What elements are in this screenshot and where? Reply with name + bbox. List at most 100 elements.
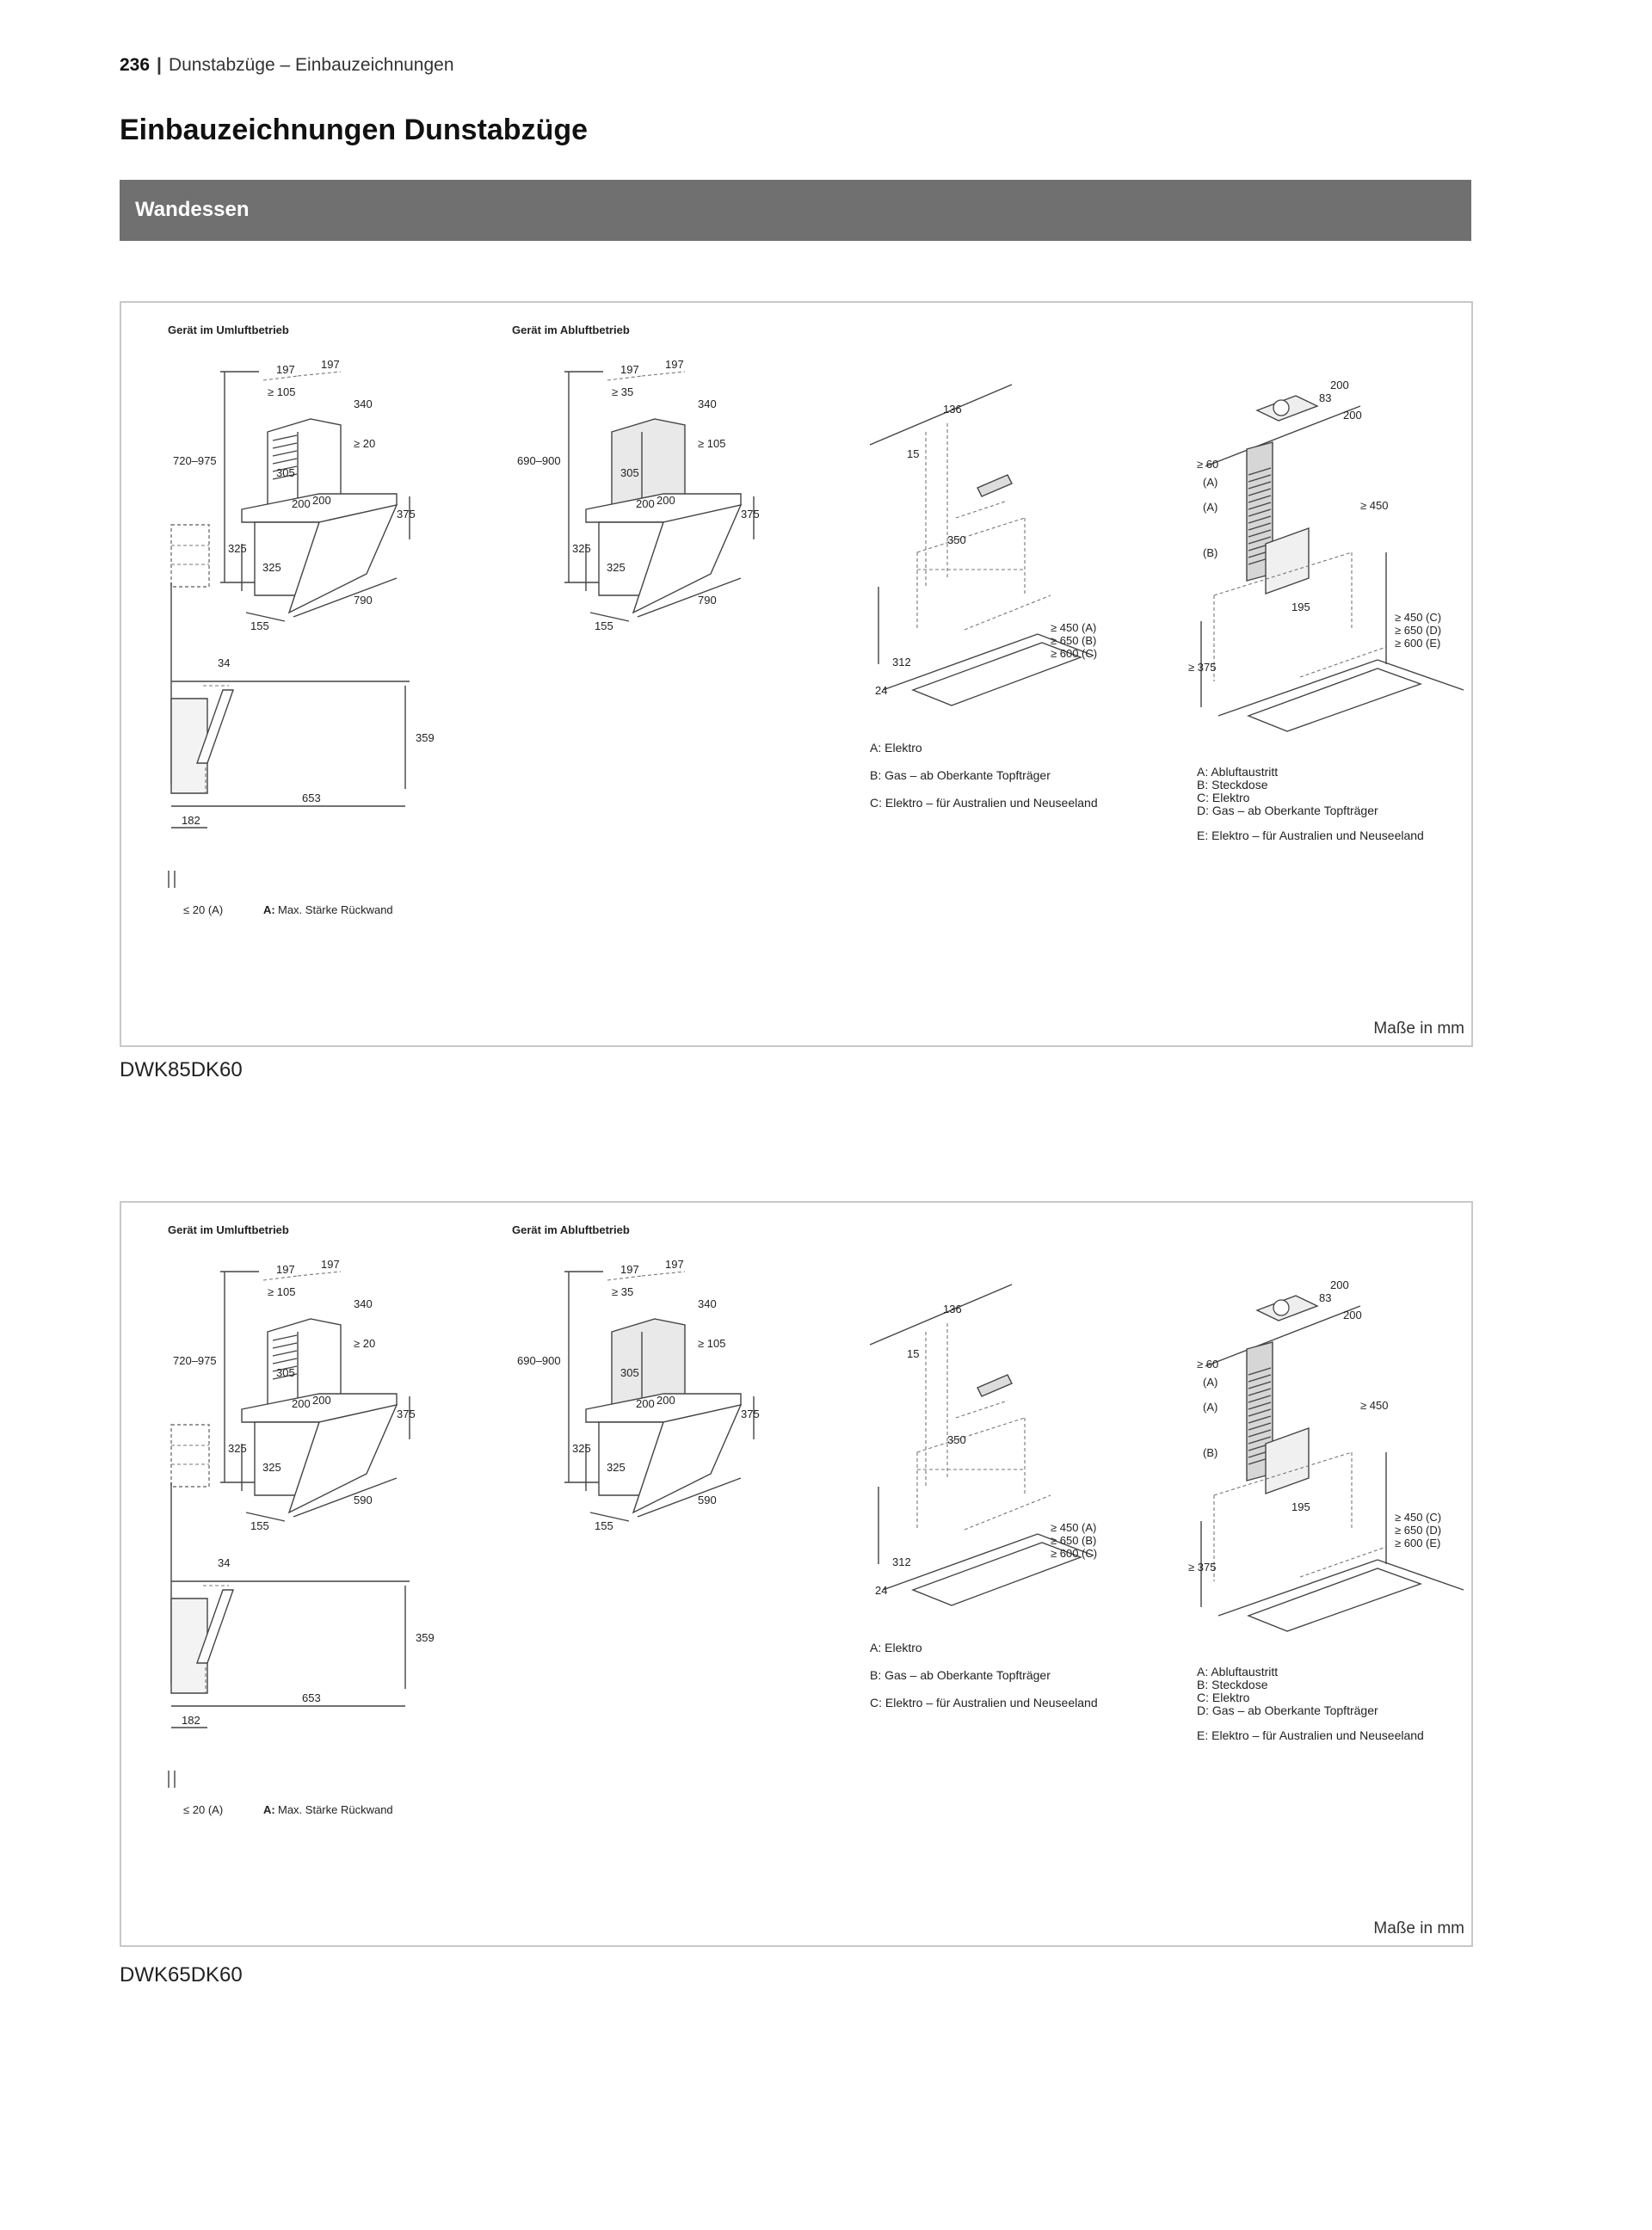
hood-side: [170, 698, 208, 794]
hidden-line: [1299, 646, 1387, 678]
unit-note: Maße in mm: [1373, 1919, 1464, 1937]
dimension-label: ≥ 60: [1197, 458, 1218, 471]
dimension-label: 197: [665, 358, 684, 371]
drawing-line: [1248, 474, 1272, 483]
dimension-label: 197: [321, 1258, 340, 1271]
dimension-label: 312: [892, 1555, 911, 1568]
hidden-line: [916, 517, 1026, 553]
hood-glass: [287, 504, 398, 614]
legend-item: D: Gas – ab Oberkante Topfträger: [1197, 1703, 1378, 1717]
dimension-label: 790: [354, 594, 373, 607]
legend-item: B: Gas – ab Oberkante Topfträger: [870, 1668, 1051, 1682]
drawing-line: [1248, 1401, 1272, 1410]
drawing-line: [882, 1533, 1039, 1591]
hidden-line: [607, 1275, 643, 1281]
dimension-label: 136: [943, 1303, 962, 1315]
dimension-label: 197: [276, 1263, 295, 1276]
dimension-label: 200: [1330, 379, 1349, 391]
dimension-label: ≥ 105: [698, 437, 725, 450]
dimension-label: 375: [397, 1408, 416, 1420]
drawing-line: [1217, 1559, 1378, 1617]
dimension-label: 24: [875, 684, 887, 697]
hood-glass: [632, 1404, 743, 1514]
dimension-label: 34: [218, 656, 230, 669]
dimension-label: 375: [741, 1408, 760, 1420]
dimension-label: ≥ 600 (E): [1395, 637, 1440, 650]
drawing-line: [1248, 508, 1272, 517]
dimension-label: 200: [1343, 1309, 1362, 1321]
dimension-label: 197: [321, 358, 340, 371]
legend-item: C: Elektro: [1197, 1691, 1250, 1704]
dimension-label: (A): [1203, 501, 1217, 514]
dimension-label: ≥ 650 (B): [1051, 1534, 1096, 1547]
dimension-label: ≥ 450: [1360, 499, 1388, 512]
dimension-label: ≥ 105: [268, 1285, 295, 1298]
dimension-label: 653: [302, 1691, 321, 1704]
drawing-line: [637, 1477, 742, 1518]
legend-item: B: Gas – ab Oberkante Topfträger: [870, 768, 1051, 782]
cooktop: [1247, 1568, 1423, 1632]
dimension-label: ≥ 20: [354, 1337, 375, 1350]
dimension-label: 15: [907, 447, 919, 460]
dimension-label: 720–975: [173, 454, 217, 467]
dimension-label: ≥ 450 (A): [1051, 621, 1096, 634]
dimension-label: 325: [607, 1461, 626, 1474]
duct-circle: [1273, 399, 1290, 416]
dimension-label: 305: [620, 1366, 639, 1379]
dimension-label: ≥ 20: [354, 437, 375, 450]
dimension-label: (A): [1203, 1376, 1217, 1389]
dimension-label: ≥ 105: [698, 1337, 725, 1350]
dimension-label: 790: [698, 594, 717, 607]
dimension-label: 155: [250, 1519, 269, 1532]
drawing-line: [869, 1284, 1013, 1346]
drawing-line: [272, 434, 298, 441]
duct-circle: [1273, 1299, 1290, 1316]
dimension-label: 200: [636, 1397, 655, 1410]
note-key: A:: [263, 1803, 275, 1816]
dimension-label: ≤ 20 (A): [183, 1803, 223, 1816]
drawing-line: [1248, 1381, 1272, 1389]
drawing-line: [1248, 495, 1272, 503]
category-label: Wandessen: [135, 198, 250, 221]
drawing-line: [1248, 481, 1272, 490]
drawing-caption: Gerät im Abluftbetrieb: [512, 323, 630, 336]
dimension-label: 350: [947, 533, 966, 546]
hidden-line: [607, 375, 643, 381]
dimension-label: ≥ 105: [268, 385, 295, 398]
dimension-label: 200: [636, 497, 655, 510]
drawing-line: [1248, 1429, 1272, 1438]
legend-item: B: Steckdose: [1197, 1678, 1268, 1691]
chimney-outline: [170, 524, 210, 588]
legend-item: B: Steckdose: [1197, 778, 1268, 792]
dimension-label: (B): [1203, 546, 1217, 559]
dimension-label: 200: [656, 494, 675, 507]
page-number: 236: [120, 55, 151, 75]
drawing-line: [1248, 1388, 1272, 1396]
cooktop: [911, 642, 1082, 706]
dimension-label: 350: [947, 1433, 966, 1446]
drawing-line: [272, 442, 298, 449]
dimension-label: 340: [354, 1297, 373, 1310]
drawing-line: [589, 612, 630, 622]
dimension-label: 325: [228, 542, 247, 555]
drawing-line: [272, 458, 298, 465]
note-text: Max. Stärke Rückwand: [278, 1803, 393, 1816]
legend-item: A: Abluftaustritt: [1197, 765, 1278, 779]
hood-glass: [632, 504, 743, 614]
drawing-line: [1248, 1436, 1272, 1445]
dimension-label: 200: [656, 1394, 675, 1407]
dimension-label: ≥ 450 (C): [1395, 1511, 1441, 1524]
hidden-line: [262, 1275, 299, 1281]
drawing-line: [272, 450, 298, 457]
dimension-label: ≥ 600 (C): [1051, 647, 1097, 660]
hidden-line: [262, 375, 299, 381]
dimension-label: ≥ 375: [1188, 1561, 1216, 1574]
drawing-line: [1248, 1367, 1272, 1376]
hidden-line: [964, 1494, 1051, 1531]
dimension-label: 325: [607, 561, 626, 574]
dimension-label: 305: [620, 466, 639, 479]
header-separator: |: [157, 55, 162, 75]
legend-item: E: Elektro – für Australien und Neuseela…: [1197, 1728, 1424, 1742]
hidden-line: [297, 1271, 342, 1277]
